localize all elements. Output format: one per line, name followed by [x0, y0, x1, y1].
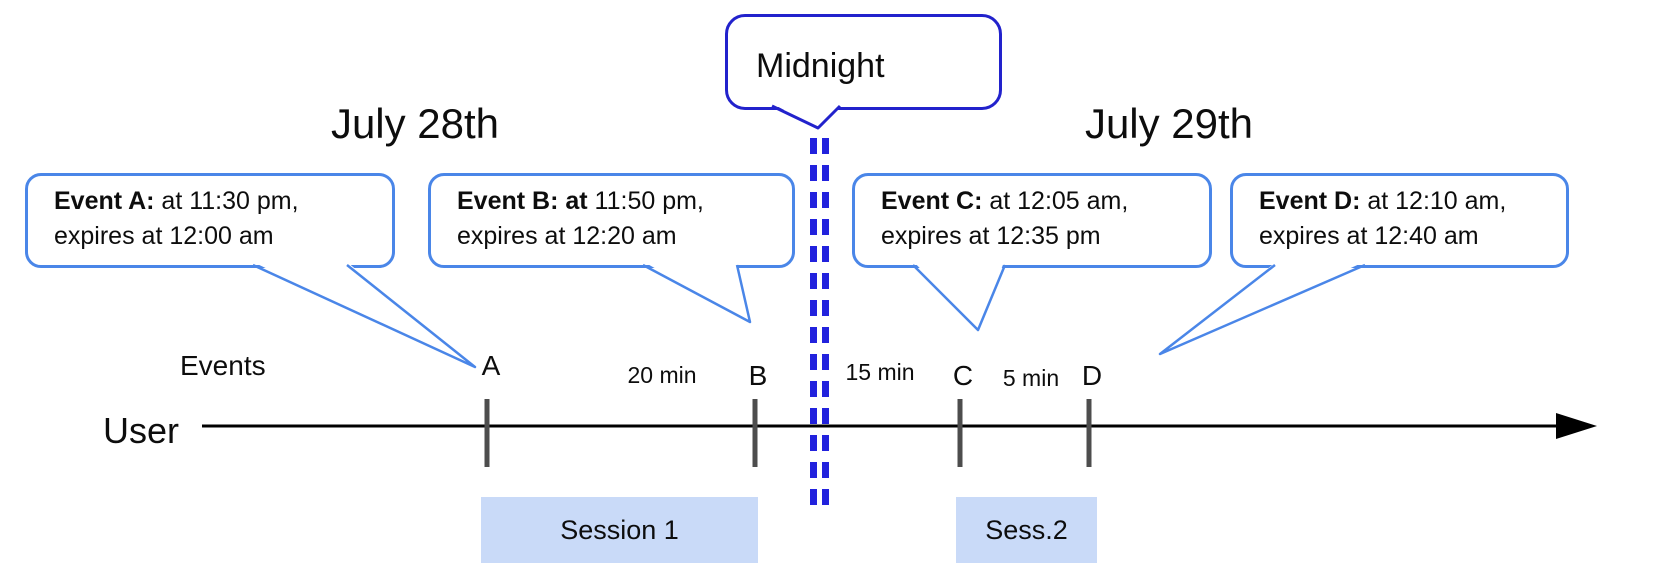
- user-row-label: User: [103, 410, 180, 451]
- event-c-callout-expiry: expires at 12:35 pm: [881, 222, 1101, 250]
- event-b-tail: [642, 263, 752, 324]
- event-c-callout: Event C: at 12:05 am, expires at 12:35 p…: [852, 173, 1212, 268]
- event-b-callout-expiry: expires at 12:20 am: [457, 222, 677, 250]
- event-c-tail: [912, 264, 1007, 332]
- event-a-callout-time: at 11:30 pm,: [154, 187, 299, 215]
- event-d-callout-expiry: expires at 12:40 am: [1259, 222, 1479, 250]
- tick-label-b: B: [748, 360, 768, 391]
- event-a-tail: [252, 263, 477, 369]
- date-heading-july-29: July 29th: [1084, 100, 1254, 147]
- interval-label-20min: 20 min: [627, 362, 697, 388]
- event-c-callout-title: Event C:: [881, 187, 983, 215]
- event-b-callout-time: 11:50 pm,: [587, 187, 704, 215]
- event-a-callout: Event A: at 11:30 pm, expires at 12:00 a…: [25, 173, 395, 268]
- event-a-callout-title: Event A:: [54, 187, 155, 215]
- event-a-tail-fill: [253, 262, 475, 367]
- events-row-label: Events: [180, 350, 266, 381]
- event-d-tail: [1158, 263, 1366, 356]
- event-b-tail-fill: [644, 262, 750, 322]
- tick-label-c: C: [952, 360, 974, 391]
- date-heading-july-28: July 28th: [330, 100, 500, 147]
- tick-label-d: D: [1081, 360, 1103, 391]
- event-d-tail-fill: [1160, 262, 1364, 354]
- event-c-tail-fill: [914, 262, 1004, 330]
- event-b-callout: Event B: at 11:50 pm, expires at 12:20 a…: [428, 173, 795, 268]
- event-d-callout: Event D: at 12:10 am, expires at 12:40 a…: [1230, 173, 1569, 268]
- interval-label-5min: 5 min: [1002, 365, 1060, 391]
- midnight-callout-label: Midnight: [756, 47, 885, 85]
- event-a-callout-expiry: expires at 12:00 am: [54, 222, 274, 250]
- timeline-arrowhead-icon: [1556, 413, 1597, 439]
- event-d-callout-title: Event D:: [1259, 187, 1361, 215]
- session-2-box: Sess.2: [956, 497, 1097, 563]
- event-c-callout-time: at 12:05 am,: [982, 187, 1129, 215]
- event-b-callout-title: Event B: at: [457, 187, 588, 215]
- session-1-label: Session 1: [560, 514, 679, 545]
- midnight-callout: Midnight: [725, 14, 1002, 110]
- session-2-label: Sess.2: [985, 514, 1068, 545]
- interval-label-15min: 15 min: [845, 359, 915, 385]
- event-d-callout-time: at 12:10 am,: [1360, 187, 1507, 215]
- tick-label-a: A: [481, 350, 501, 381]
- session-1-box: Session 1: [481, 497, 758, 563]
